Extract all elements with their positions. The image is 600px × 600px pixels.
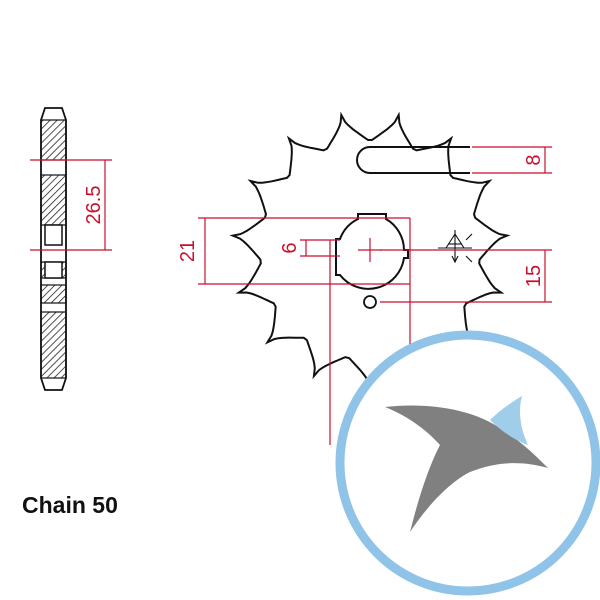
dim-side-width-label: 26.5 <box>83 186 105 225</box>
side-bore-lower <box>44 261 63 279</box>
side-hatch-bottom <box>40 311 67 379</box>
front-view <box>229 111 511 392</box>
chain-caption: Chain 50 <box>22 492 118 518</box>
dim-bore-key-label: 6 <box>279 242 301 253</box>
dim-side-width <box>30 159 112 251</box>
slot-outline <box>356 146 470 174</box>
side-view: 26.5 <box>30 107 112 391</box>
dim-hole-offset-label: 15 <box>523 265 545 287</box>
surface-symbol-icon <box>438 230 473 264</box>
side-hatch-top <box>40 119 67 161</box>
side-hatch-low <box>40 284 67 304</box>
bird-logo-icon <box>335 330 600 596</box>
dim-hub-height-label: 21 <box>177 240 199 262</box>
side-bore-upper <box>44 224 63 246</box>
dim-slot-width-label: 8 <box>523 154 545 165</box>
small-hole <box>363 295 377 309</box>
bore-outline <box>335 213 409 290</box>
center-mark <box>358 238 382 262</box>
side-hatch-upper <box>40 174 67 226</box>
